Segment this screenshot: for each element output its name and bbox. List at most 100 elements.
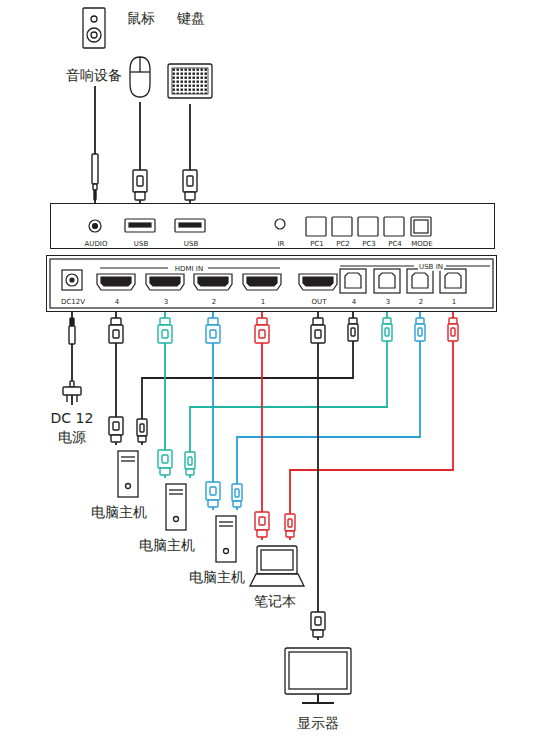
hdmi-plug bbox=[109, 318, 123, 343]
hdmi-plug-part bbox=[158, 450, 172, 468]
usb-plug bbox=[137, 419, 147, 442]
usbbig-plug-part bbox=[185, 192, 195, 200]
hdmi-plug-part bbox=[109, 325, 123, 343]
hdmi-plug-part bbox=[311, 325, 325, 343]
front-panel-ports-part bbox=[129, 223, 151, 227]
hdmi-plug-part bbox=[113, 330, 119, 338]
usb-plug-part bbox=[418, 328, 422, 336]
rear-panel-ports-part bbox=[247, 277, 277, 286]
usb-plug-part bbox=[233, 501, 241, 507]
rear-panel-ports-part bbox=[440, 269, 466, 293]
rear-panel-ports-part bbox=[243, 274, 281, 290]
usbbig-plug-part bbox=[187, 176, 193, 186]
hdmi-plug-part bbox=[208, 318, 218, 325]
usbbig-plug bbox=[183, 170, 197, 200]
usbbig-plug-part bbox=[183, 170, 197, 192]
cable bbox=[237, 312, 420, 510]
mouse-icon-part bbox=[139, 57, 140, 72]
usb-plug-part bbox=[449, 318, 457, 324]
hdmi-plug bbox=[109, 417, 123, 442]
speaker-icon-part bbox=[87, 28, 101, 42]
front-panel-ports-part bbox=[332, 217, 352, 236]
hdmi-plug bbox=[158, 318, 172, 343]
port-label: USB bbox=[133, 240, 149, 248]
device-label: 电脑主机 bbox=[139, 537, 195, 554]
usbbig-plug-part bbox=[137, 176, 143, 186]
hdmi-plug-part bbox=[109, 417, 123, 435]
usb-plug-part bbox=[451, 328, 455, 336]
monitor-icon-part bbox=[289, 652, 347, 689]
laptop-icon-part bbox=[250, 574, 304, 586]
usb-plug-part bbox=[140, 424, 144, 432]
hdmi-plug-part bbox=[257, 530, 267, 537]
usb-plug-part bbox=[137, 419, 147, 436]
usb-plug-part bbox=[286, 531, 294, 537]
port-label: USB IN bbox=[418, 263, 444, 271]
dc-plug-part bbox=[70, 381, 74, 387]
monitor-icon bbox=[285, 648, 351, 703]
usb-plug-part bbox=[288, 519, 292, 527]
usb-plug-part bbox=[385, 328, 389, 336]
speaker-icon-part bbox=[83, 8, 105, 48]
hdmi-plug-part bbox=[206, 325, 220, 343]
computer-node: 电脑主机 bbox=[128, 478, 206, 556]
mouse-icon bbox=[130, 57, 150, 97]
front-panel-ports-part bbox=[384, 217, 404, 236]
rear-panel-ports-part bbox=[146, 274, 184, 290]
hdmi-plug-part bbox=[158, 325, 172, 343]
hdmi-plug-part bbox=[113, 422, 119, 430]
laptop-icon-part bbox=[257, 546, 297, 574]
hdmi-plug-part bbox=[160, 318, 170, 325]
rear-panel-ports-part bbox=[345, 273, 361, 288]
rear-panel-ports-part bbox=[50, 259, 493, 308]
computer-tower-icon-part bbox=[174, 517, 179, 522]
computer-tower-icon-part bbox=[121, 460, 135, 461]
usb-plug-part bbox=[383, 318, 391, 324]
hdmi-plug-part bbox=[255, 512, 269, 530]
hdmi-plug-part bbox=[162, 330, 168, 338]
hdmi-plug-part bbox=[313, 318, 323, 325]
peripheral-node: 键盘 bbox=[166, 8, 216, 104]
hdmi-plug bbox=[206, 482, 220, 507]
computer-tower-icon-part bbox=[126, 484, 131, 489]
power-supply-node: DC 12 电源 bbox=[38, 405, 106, 451]
port-label: HDMI IN bbox=[174, 265, 204, 273]
speaker-icon bbox=[83, 8, 105, 48]
device-label: 笔记本 bbox=[254, 593, 296, 610]
device-label: 电脑主机 bbox=[91, 504, 147, 521]
front-panel-ports-part bbox=[93, 224, 98, 229]
usb-plug-part bbox=[349, 318, 357, 324]
hdmi-plug-part bbox=[111, 318, 121, 325]
rear-panel-ports-part bbox=[198, 277, 228, 286]
hdmi-plug-part bbox=[311, 612, 325, 630]
mouse-icon-part bbox=[130, 57, 150, 97]
computer-tower-icon-part bbox=[169, 493, 183, 494]
laptop-icon bbox=[250, 546, 304, 586]
cable-group bbox=[232, 312, 425, 510]
hdmi-plug bbox=[311, 612, 325, 637]
peripheral-node: 音响设备 bbox=[62, 4, 126, 86]
hdmi-plug-part bbox=[315, 617, 321, 625]
peripheral-node: 鼠标 bbox=[122, 8, 160, 102]
rear-panel-ports-part bbox=[150, 277, 180, 286]
usb-plug-part bbox=[232, 484, 242, 501]
computer-tower-icon-part bbox=[118, 451, 138, 497]
keyboard-icon-part bbox=[172, 68, 208, 94]
rear-panel-ports-part bbox=[208, 267, 280, 268]
usbbig-plug-part bbox=[133, 170, 147, 192]
port-label: 3 bbox=[163, 298, 169, 306]
cable-group bbox=[206, 312, 220, 510]
port-label: 4 bbox=[114, 298, 120, 306]
front-panel-node: AUDIOUSBUSBIRPC1PC2PC3PC4MODE bbox=[50, 203, 495, 249]
front-panel-ports-part bbox=[306, 217, 326, 236]
device-label: 鼠标 bbox=[127, 10, 155, 27]
usbbig-plug bbox=[133, 170, 147, 200]
hdmi-plug-part bbox=[313, 630, 323, 637]
usb-plug bbox=[185, 452, 195, 475]
port-label: 1 bbox=[451, 298, 457, 306]
rear-panel-ports-part bbox=[374, 269, 400, 293]
hdmi-plug bbox=[158, 450, 172, 475]
port-label: AUDIO bbox=[84, 240, 109, 248]
